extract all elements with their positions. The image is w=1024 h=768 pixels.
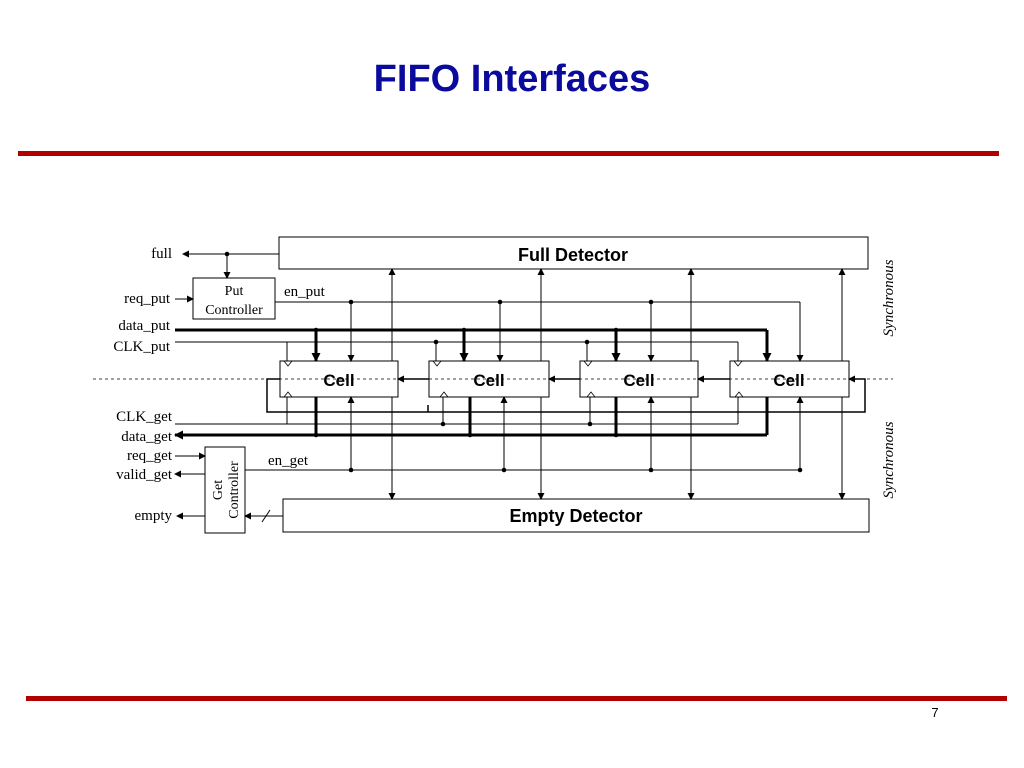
signal-full: full [151, 246, 172, 262]
put-controller-label-1: Put [225, 284, 244, 299]
get-controller-label-2: Controller [227, 461, 242, 519]
cell-2-label: Cell [473, 371, 504, 390]
get-controller-label-1: Get [211, 480, 226, 500]
slide-title: FIFO Interfaces [373, 58, 651, 100]
empty-detector-label: Empty Detector [509, 506, 642, 526]
cell-1-label: Cell [323, 371, 354, 390]
signal-en-put: en_put [284, 284, 326, 300]
top-divider [18, 151, 999, 156]
cell-4-label: Cell [773, 371, 804, 390]
get-controller-box [204, 446, 246, 534]
domain-label-top: Synchronous [881, 259, 897, 336]
junction-dots [224, 251, 803, 473]
signal-data-get: data_get [121, 429, 173, 445]
signal-empty: empty [135, 508, 173, 524]
signal-data-put: data_put [118, 318, 170, 334]
domain-label-bottom: Synchronous [881, 421, 897, 498]
bottom-divider [26, 696, 1007, 701]
full-detector-label: Full Detector [518, 245, 628, 265]
signal-req-get: req_get [127, 448, 173, 464]
clock-markers [283, 360, 744, 398]
signal-valid-get: valid_get [116, 467, 173, 483]
signal-clk-put: CLK_put [113, 339, 171, 355]
put-controller-label-2: Controller [205, 303, 263, 318]
signal-clk-get: CLK_get [116, 409, 173, 425]
page-number: 7 [931, 705, 939, 720]
full-detector-box [278, 236, 869, 270]
cell-3-label: Cell [623, 371, 654, 390]
signal-req-put: req_put [124, 291, 171, 307]
signal-en-get: en_get [268, 453, 309, 469]
